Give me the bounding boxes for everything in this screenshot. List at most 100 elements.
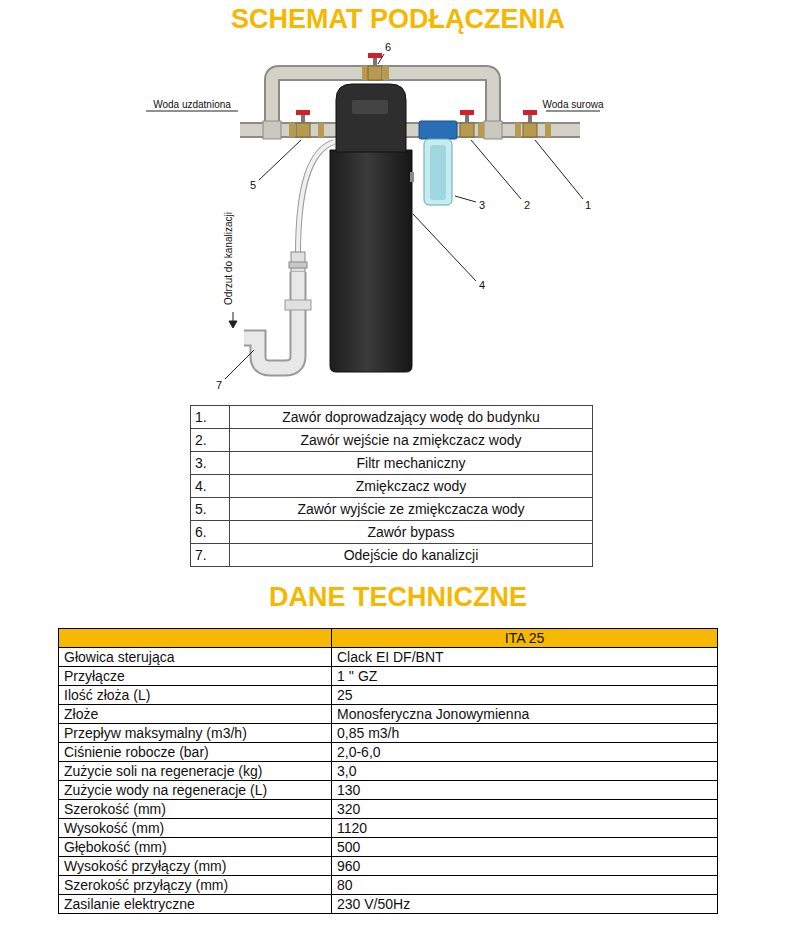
table-cell: Głowica sterująca [59,648,332,667]
parts-table: 1. Zawór doprowadzający wodę do budynku 2.… [190,405,593,567]
leader-lines [259,140,301,180]
label-holder: Odrzut do kanalizacji [222,188,235,328]
leader-lines [535,140,583,199]
table-cell: Zawór wyjście ze zmiękczacza wody [230,498,593,521]
table-cell: 130 [332,781,718,800]
valves [528,114,532,123]
table-cell: Wysokość przyłączy (mm) [59,857,332,876]
drain-pipe [244,272,298,368]
leader-lines [225,54,583,379]
mechanical-filter [419,121,457,205]
table-cell: Zawór bypass [230,521,593,544]
label-holder: 2 [457,198,597,212]
part-number: 5. [195,501,207,517]
table-cell: 5. [191,498,230,521]
table-cell: Zawór wejście na zmiękczacz wody [230,429,593,452]
leader-lines [378,54,384,64]
parameter-value: Clack EI DF/BNT [337,649,444,665]
table-cell: 960 [332,857,718,876]
table-cell: Odejście do kanalizcji [230,544,593,567]
valves [296,53,537,137]
main-pipe [318,123,324,137]
softener-cabinet [410,172,414,182]
table-cell: Wysokość (mm) [59,819,332,838]
valves [368,53,382,58]
part-number: 7. [195,547,207,563]
label-holder: Woda surowa [503,98,643,111]
parameter-name: Szerokość (mm) [64,801,166,817]
table-cell: 0,85 m3/h [332,724,718,743]
label-holder: 3 [412,198,552,212]
table-cell: 6. [191,521,230,544]
label-holder: 6 [318,40,458,54]
main-pipe [515,123,521,137]
valves [296,110,310,115]
part-name: Zawór doprowadzający wodę do budynku [282,409,540,425]
parameter-name: Wysokość przyłączy (mm) [64,858,226,874]
parameter-value: 80 [337,877,353,893]
parameter-name: Zasilanie elektryczne [64,896,195,912]
part-number: 1. [195,409,207,425]
table-cell: 80 [332,876,718,895]
label-holder: 4 [412,278,552,292]
part-name: Zawór wyjście ze zmiękczacza wody [297,501,524,517]
parameter-name: Ilość złoża (L) [64,687,150,703]
callout-number: 6 [385,41,391,53]
parameter-value: 320 [337,801,360,817]
parameter-name: Szerokość przyłączy (mm) [64,877,228,893]
drain-pipe [244,272,298,368]
parameter-name: Głębokość (mm) [64,839,167,855]
callout-number: 5 [250,179,256,191]
part-number: 4. [195,478,207,494]
table-cell: 230 V/50Hz [332,895,718,914]
main-pipe [240,66,580,139]
title: SCHEMAT PODŁĄCZENIA [0,4,796,35]
mechanical-filter [419,121,457,139]
parameter-value: 1120 [337,820,367,836]
drain-hose [298,142,334,255]
table-cell: 7. [191,544,230,567]
valves [373,57,377,66]
parameter-name: Zużycie wody na regeneracje (L) [64,782,267,798]
table-cell: Zmiękczacz wody [230,475,593,498]
softener-cabinet [330,150,412,372]
parameter-name: Złoże [64,706,98,722]
table-cell: Filtr mechaniczny [230,452,593,475]
parameter-value: 2,0-6,0 [337,744,381,760]
table-cell: Ilość złoża (L) [59,686,332,705]
valves [523,123,537,137]
main-pipe [240,124,580,136]
drain-hose [289,262,307,268]
drain-pipe [244,272,311,368]
table-cell: 2. [191,429,230,452]
table-cell: 2,0-6,0 [332,743,718,762]
label-holder: Woda uzdatniona [122,98,262,111]
part-name: Zawór wejście na zmiękczacz wody [301,432,522,448]
callout-number: 3 [479,199,485,211]
drain-hose [298,142,334,255]
softener-cabinet [330,84,414,372]
mechanical-filter [430,145,446,200]
callout-number: 2 [524,199,530,211]
part-name: Odejście do kanalizcji [344,547,479,563]
table-cell: 3,0 [332,762,718,781]
table-cell: 1 '' GZ [332,667,718,686]
flow-label: Odrzut do kanalizacji [223,212,234,305]
table-cell: 4. [191,475,230,498]
flow-lines [146,111,238,112]
table-cell: Głębokość (mm) [59,838,332,857]
parameter-name: Głowica sterująca [64,649,175,665]
drain-pipe [285,300,311,310]
table-cell: Przyłącze [59,667,332,686]
parameter-name: Zużycie soli na regeneracje (kg) [64,763,262,779]
valves [460,110,474,115]
table-cell: Clack EI DF/BNT [332,648,718,667]
callout-number: 7 [216,379,222,391]
leader-lines [225,350,254,379]
table-cell: 3. [191,452,230,475]
valves [368,66,382,80]
parameter-value: 1 '' GZ [337,668,377,684]
model-name: ITA 25 [505,630,544,646]
valves [465,114,469,123]
parameter-name: Wysokość (mm) [64,820,164,836]
